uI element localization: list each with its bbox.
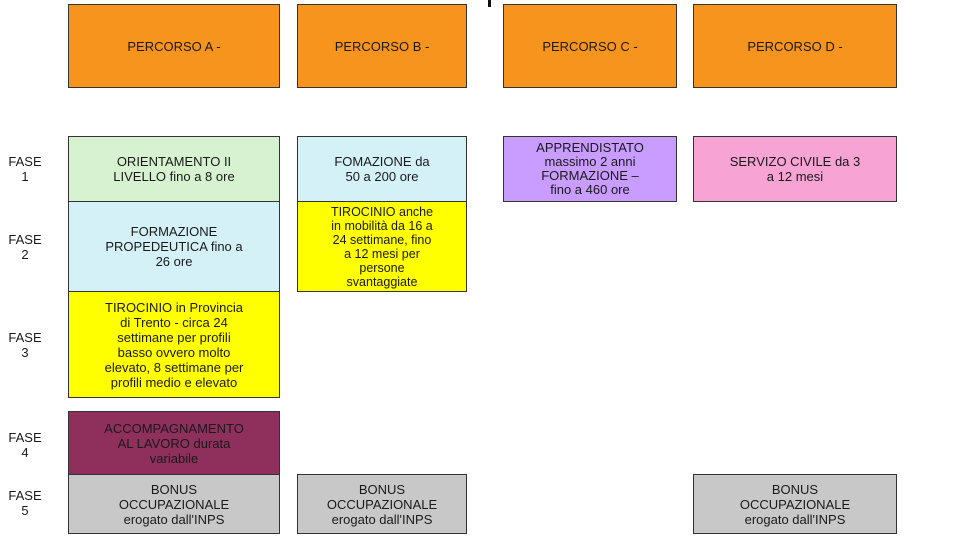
phase-label-1: FASE 1 bbox=[8, 154, 42, 184]
cell-b-phase5: BONUS OCCUPAZIONALE erogato dall'INPS bbox=[297, 474, 467, 534]
header-percorso-c: PERCORSO C - bbox=[503, 4, 677, 88]
cell-b-phase1: FOMAZIONE da 50 a 200 ore bbox=[297, 136, 467, 202]
header-percorso-a: PERCORSO A - bbox=[68, 4, 280, 88]
header-percorso-d: PERCORSO D - bbox=[693, 4, 897, 88]
phase-label-2: FASE 2 bbox=[8, 232, 42, 262]
phase-label-5: FASE 5 bbox=[8, 488, 42, 518]
cell-b-phase2: TIROCINIO anche in mobilità da 16 a 24 s… bbox=[297, 201, 467, 292]
phase-label-3: FASE 3 bbox=[8, 330, 42, 360]
cell-c-phase1: APPRENDISTATO massimo 2 anni FORMAZIONE … bbox=[503, 136, 677, 202]
header-percorso-b: PERCORSO B - bbox=[297, 4, 467, 88]
cell-d-phase5: BONUS OCCUPAZIONALE erogato dall'INPS bbox=[693, 474, 897, 534]
top-marker bbox=[488, 0, 491, 7]
cell-a-phase3: TIROCINIO in Provincia di Trento - circa… bbox=[68, 291, 280, 398]
cell-a-phase5: BONUS OCCUPAZIONALE erogato dall'INPS bbox=[68, 474, 280, 534]
cell-d-phase1: SERVIZO CIVILE da 3 a 12 mesi bbox=[693, 136, 897, 202]
cell-a-phase2: FORMAZIONE PROPEDEUTICA fino a 26 ore bbox=[68, 201, 280, 292]
cell-a-phase4: ACCOMPAGNAMENTO AL LAVORO durata variabi… bbox=[68, 411, 280, 475]
cell-a-phase1: ORIENTAMENTO II LIVELLO fino a 8 ore bbox=[68, 136, 280, 202]
phase-label-4: FASE 4 bbox=[8, 430, 42, 460]
